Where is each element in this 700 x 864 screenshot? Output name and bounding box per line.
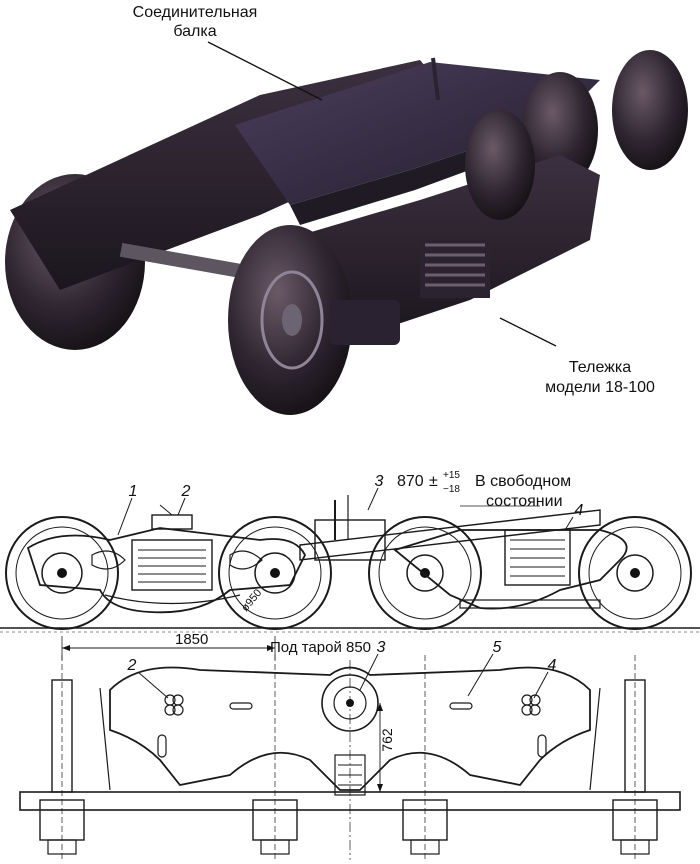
axle-plan [19, 791, 681, 811]
axle [119, 242, 261, 282]
right-side-frame-drawing [393, 529, 628, 610]
beam-label-line1: Соединительная [133, 4, 258, 21]
wheel-left-2 [218, 516, 332, 630]
plan-view-drawing: 762 2 3 5 4 [19, 639, 681, 860]
plan-part-3-label: 3 [377, 639, 386, 656]
spring-box-left [131, 539, 213, 591]
part-4-label: 4 [575, 502, 584, 519]
connecting-beam [235, 62, 600, 205]
dim-762-label: 762 [379, 728, 395, 752]
right-bogie [368, 516, 692, 630]
left-side-frame-drawing [26, 527, 307, 614]
plan-part-5-label: 5 [493, 639, 502, 656]
axle-box [330, 300, 400, 345]
free-state-line1: В свободном [475, 473, 571, 490]
wheel-right-2 [578, 516, 692, 630]
connecting-beam-plan [109, 666, 591, 791]
connecting-beam-side [299, 495, 601, 561]
side-view-drawing: ø950 1 2 3 [0, 470, 700, 660]
far-right-wheel [612, 50, 688, 170]
free-state-line2: состоянии [486, 493, 563, 510]
wheel-diameter-label: ø950 [239, 587, 264, 614]
beam-leader-line [207, 41, 323, 101]
part-2-label: 2 [181, 483, 191, 500]
bogie-photo: Соединительная балка Тележка модели 18-1… [5, 4, 688, 415]
mid-wheel [465, 110, 535, 220]
part-3-label: 3 [375, 473, 384, 490]
tolerance-plus: +15 [443, 470, 460, 481]
beam-label-line2: балка [173, 23, 216, 40]
bogie-label-line2: модели 18-100 [545, 379, 655, 396]
bogie-label-line1: Тележка [569, 359, 631, 376]
rear-right-wheel [522, 72, 598, 188]
side-bearing-right [521, 694, 541, 716]
part-1-label: 1 [129, 483, 138, 500]
wheel-left-1 [5, 516, 119, 630]
wheelbase-label: 1850 [175, 631, 208, 648]
left-bogie: ø950 [5, 497, 332, 630]
tolerance-minus: −18 [443, 484, 460, 495]
under-tare-label: Под тарой 850 [270, 639, 371, 656]
plan-part-2-label: 2 [127, 657, 137, 674]
bogie-leader-line [499, 317, 557, 347]
center-bowl [321, 674, 379, 732]
height-plusminus: ± [429, 473, 438, 490]
spring-set [420, 238, 490, 298]
spring-box-right [504, 529, 571, 586]
wheel-right-1 [368, 516, 482, 630]
plan-part-4-label: 4 [548, 657, 557, 674]
height-value: 870 [397, 473, 424, 490]
side-bearing-left [164, 694, 184, 716]
